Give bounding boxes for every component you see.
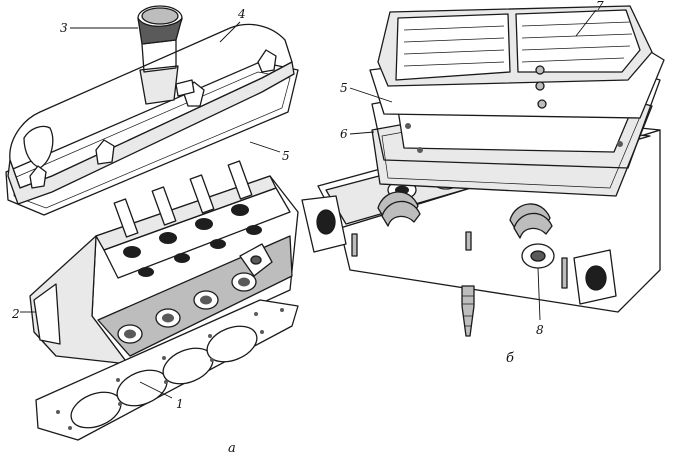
callouts: 3 4 5 2 1 7 5 6 8 bbox=[11, 0, 604, 411]
subfigure-label-a: а bbox=[228, 441, 236, 456]
callout-8: 8 bbox=[536, 323, 544, 337]
subfigure-label-b: б bbox=[506, 351, 514, 366]
callout-3: 3 bbox=[60, 21, 68, 35]
oil-filler-cap bbox=[137, 5, 195, 105]
callout-6: 6 bbox=[340, 127, 348, 141]
valve-cover bbox=[7, 23, 295, 205]
assembly-b bbox=[301, 5, 665, 337]
head-gasket bbox=[35, 299, 299, 441]
callout-1: 1 bbox=[176, 397, 184, 411]
rocker-cover bbox=[369, 5, 665, 119]
assembly-a bbox=[5, 5, 299, 441]
callout-4: 4 bbox=[237, 7, 246, 21]
callout-7: 7 bbox=[596, 0, 604, 13]
callout-2: 2 bbox=[11, 307, 20, 321]
cylinder-head-left bbox=[29, 160, 299, 365]
callout-5-left: 5 bbox=[282, 149, 290, 163]
callout-5-right: 5 bbox=[340, 81, 348, 95]
